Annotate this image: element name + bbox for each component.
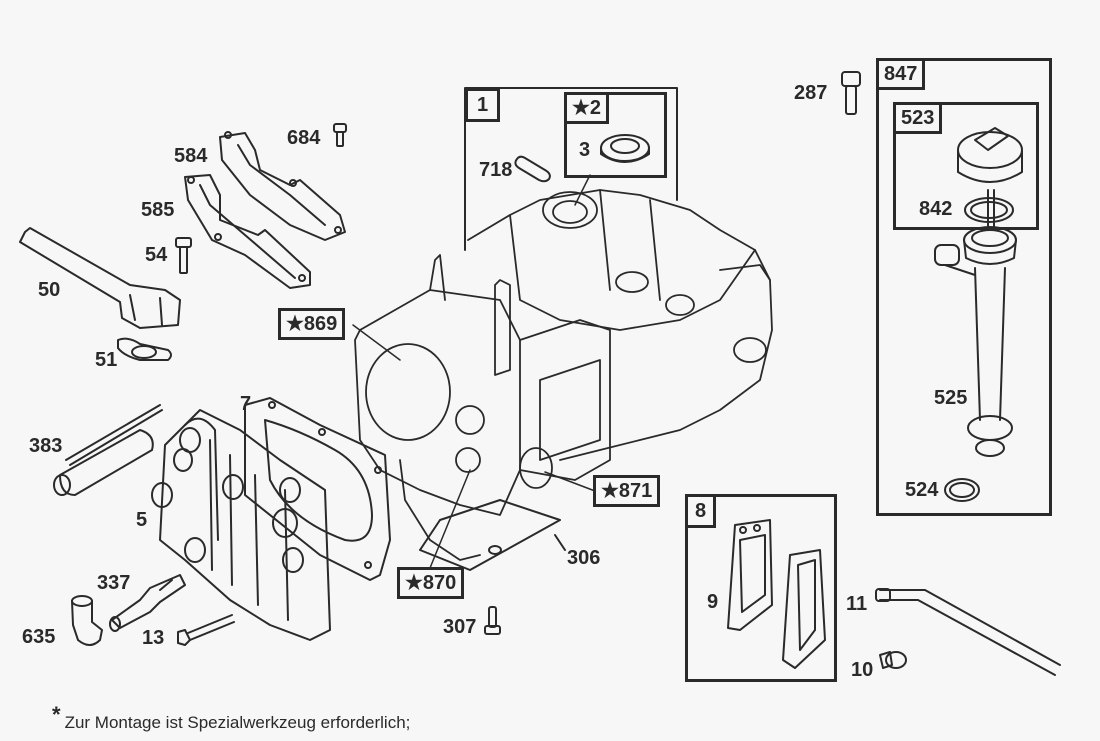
part-label-584[interactable]: 584	[174, 145, 208, 167]
part-label-869[interactable]: ★869	[278, 308, 346, 340]
part-label-383[interactable]: 383	[29, 435, 63, 457]
part-label-847[interactable]: 847	[876, 58, 926, 90]
part-label-11[interactable]: 11	[846, 593, 868, 615]
footnote: *Zur Montage ist Spezialwerkzeug erforde…	[52, 702, 411, 734]
part-label-635[interactable]: 635	[22, 626, 56, 648]
plug-287-drawing	[841, 71, 861, 115]
part-label-54[interactable]: 54	[145, 244, 168, 266]
part-label-13[interactable]: 13	[142, 627, 165, 649]
group-2-frame	[564, 92, 667, 178]
spark-plug-wrench-drawing	[53, 404, 163, 496]
part-label-307[interactable]: 307	[443, 616, 477, 638]
part-label-524[interactable]: 524	[905, 479, 939, 501]
leader-lines	[352, 174, 596, 569]
part-label-306[interactable]: 306	[567, 547, 601, 569]
intake-gasket-drawing	[117, 337, 172, 361]
o-ring-842-drawing	[964, 197, 1014, 223]
part-label-525[interactable]: 525	[934, 387, 968, 409]
head-bolt-drawing	[177, 614, 235, 646]
crankcase-drawing	[354, 189, 773, 561]
group-523-frame	[893, 102, 1039, 230]
bolt-54-drawing	[175, 237, 192, 274]
part-label-871[interactable]: ★871	[593, 475, 661, 507]
dipstick-drawing	[957, 127, 1023, 231]
screw-10-drawing	[879, 651, 907, 669]
part-label-842[interactable]: 842	[919, 198, 953, 220]
breather-cover-drawing	[782, 549, 826, 669]
part-label-2[interactable]: ★2	[564, 92, 610, 124]
dowel-pin-drawing	[514, 155, 551, 183]
shield-306-drawing	[419, 499, 566, 571]
cylinder-head-drawing	[151, 409, 331, 641]
part-label-287[interactable]: 287	[794, 82, 828, 104]
breather-gasket-drawing	[727, 519, 773, 631]
screw-307-drawing	[484, 606, 501, 635]
part-label-337[interactable]: 337	[97, 572, 131, 594]
part-label-585[interactable]: 585	[141, 199, 175, 221]
valve-cover-585-drawing	[184, 174, 311, 289]
breather-tube-drawing	[875, 588, 1061, 676]
part-label-684[interactable]: 684	[287, 127, 321, 149]
o-ring-524-drawing	[944, 478, 980, 502]
intake-tube-drawing	[19, 227, 181, 329]
spark-plug-boot-drawing	[71, 595, 103, 646]
part-label-5[interactable]: 5	[136, 509, 148, 531]
part-label-7[interactable]: 7	[240, 393, 252, 415]
head-gasket-drawing	[244, 397, 391, 581]
group-8-frame	[685, 494, 837, 682]
part-label-1[interactable]: 1	[465, 88, 501, 122]
part-label-10[interactable]: 10	[851, 659, 874, 681]
footnote-star-icon: *	[52, 702, 61, 727]
part-label-50[interactable]: 50	[38, 279, 61, 301]
part-label-523[interactable]: 523	[893, 102, 943, 134]
valve-cover-gasket-584-drawing	[219, 131, 346, 241]
part-label-8[interactable]: 8	[685, 494, 717, 528]
spark-plug-drawing	[109, 574, 186, 632]
group-847-frame	[876, 58, 1052, 516]
part-label-718[interactable]: 718	[479, 159, 513, 181]
part-label-3[interactable]: 3	[579, 139, 591, 161]
footnote-text: Zur Montage ist Spezialwerkzeug erforder…	[64, 713, 411, 732]
oil-seal-drawing	[600, 134, 650, 163]
part-label-51[interactable]: 51	[95, 349, 118, 371]
part-label-870[interactable]: ★870	[397, 567, 465, 599]
group-1-frame	[464, 87, 678, 251]
screw-684-drawing	[333, 123, 347, 147]
part-label-9[interactable]: 9	[707, 591, 719, 613]
